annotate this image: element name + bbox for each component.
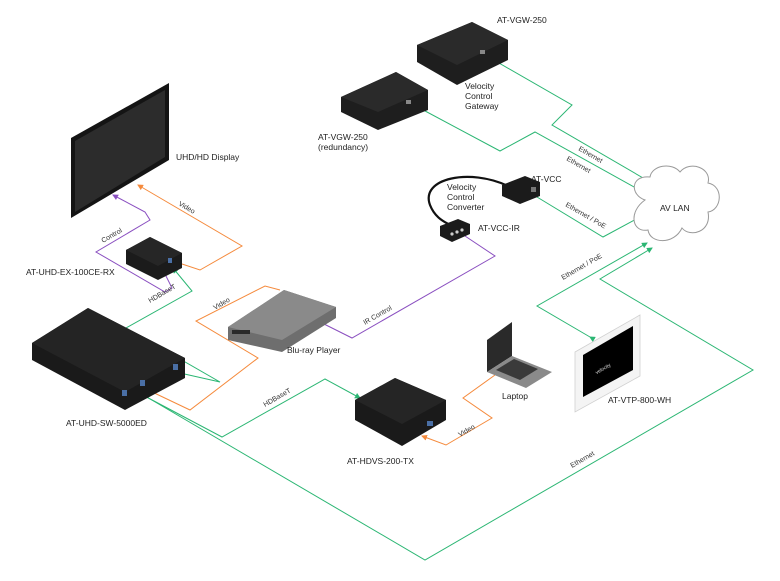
ethernet-port-icon [406, 100, 411, 104]
vcc-label: AT-VCC [531, 174, 562, 184]
conn-label-video-laptop: Video [458, 424, 477, 439]
av-lan-cloud[interactable]: AV LAN [633, 165, 720, 242]
wire-ethernet-vgw-redundant [406, 98, 644, 193]
wire-video-laptop [421, 374, 496, 446]
vcc-desc-line3: Converter [447, 202, 484, 212]
laptop-label: Laptop [502, 391, 528, 401]
device-uhd-display[interactable] [71, 83, 169, 218]
hdmi-port-icon [122, 390, 127, 396]
vcc-cable [427, 175, 509, 226]
wire-hdbaset-hdvs [131, 378, 361, 438]
hdbaset-port-icon [140, 380, 145, 386]
display-label: UHD/HD Display [176, 152, 240, 162]
vgw-redundant-label: AT-VGW-250 [318, 132, 368, 142]
conn-label-video-bluray: Video [213, 297, 232, 312]
vgw-desc-line1: Velocity [465, 81, 495, 91]
device-uhd-sw-5000ed[interactable] [32, 308, 185, 410]
device-bluray-player[interactable] [228, 290, 336, 352]
front-panel-icon [232, 330, 250, 334]
vgw-desc-line3: Gateway [465, 101, 499, 111]
switcher-label: AT-UHD-SW-5000ED [66, 418, 147, 428]
wire-ethernet-switcher [139, 247, 754, 561]
vga-port-icon [427, 421, 433, 426]
ethernet-port-icon [480, 50, 485, 54]
hdvs-label: AT-HDVS-200-TX [347, 456, 414, 466]
hdbaset-port-icon [168, 258, 172, 263]
conn-label-ethernet-switcher: Ethernet [570, 450, 596, 469]
vgw-main-label: AT-VGW-250 [497, 15, 547, 25]
vcc-desc-line1: Velocity [447, 182, 477, 192]
wire-ethernet-vcc [531, 191, 641, 238]
bluray-label: Blu-ray Player [287, 345, 341, 355]
ethernet-port-icon [531, 187, 536, 192]
vcc-desc-line2: Control [447, 192, 475, 202]
wire-video-bluray [147, 285, 281, 411]
av-lan-label: AV LAN [660, 203, 690, 213]
device-vgw-250-main[interactable] [417, 22, 508, 85]
device-uhd-ex-100ce-rx[interactable] [126, 237, 182, 280]
vgw-redundant-sublabel: (redundancy) [318, 142, 368, 152]
wire-ir-control [317, 235, 496, 339]
touchpanel-label: AT-VTP-800-WH [608, 395, 671, 405]
device-vgw-250-redundant[interactable] [341, 72, 428, 130]
conn-label-ethernet-2: Ethernet [565, 156, 591, 175]
device-laptop[interactable] [487, 322, 552, 388]
device-vcc-ir[interactable] [440, 219, 470, 242]
device-vcc[interactable] [502, 176, 540, 204]
wire-control-display [95, 194, 173, 293]
device-hdvs-200-tx[interactable] [355, 378, 446, 446]
hdbaset-port-icon [173, 364, 178, 370]
device-vtp-800-wh[interactable]: velocity [574, 314, 641, 413]
rx-label: AT-UHD-EX-100CE-RX [26, 267, 115, 277]
vgw-desc-line2: Control [465, 91, 493, 101]
wire-video-display [137, 184, 243, 271]
vcc-ir-label: AT-VCC-IR [478, 223, 520, 233]
conn-label-ethernet-poe-tp: Ethernet / PoE [561, 253, 604, 282]
